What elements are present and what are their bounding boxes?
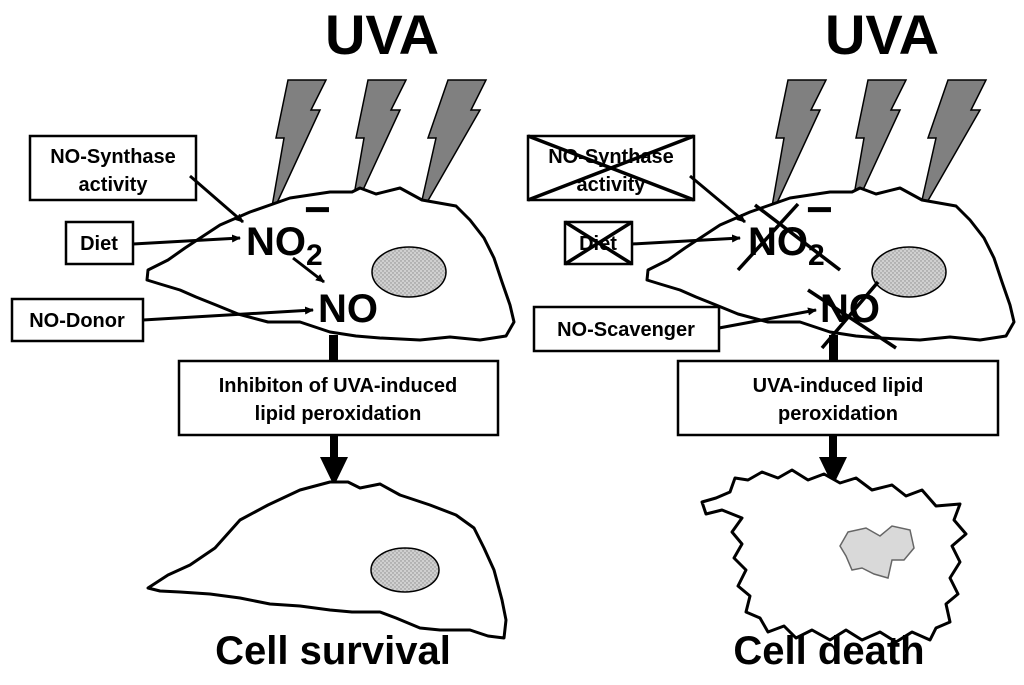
right-no: NO: [807, 280, 897, 350]
left-no-label: NO: [318, 287, 378, 331]
svg-text:activity: activity: [79, 174, 149, 196]
nitrite-charge: −: [806, 183, 833, 235]
right-nucleus-upper: [871, 246, 947, 298]
left-cell-upper: [145, 186, 516, 342]
right-nitrite: NO 2 −: [736, 183, 842, 272]
left-connector-bar: [329, 335, 338, 362]
right-box-diet: Diet: [563, 220, 634, 266]
lightning-bolt-icon: [917, 79, 988, 219]
right-arrows: [631, 174, 817, 330]
right-panel: UVA NO-Synthase activity Diet NO-Scaveng…: [526, 3, 1016, 673]
svg-text:NO-Synthase: NO-Synthase: [50, 146, 176, 168]
lightning-bolt-icon: [417, 79, 488, 219]
lightning-bolt-icon: [269, 79, 328, 219]
nitrite-charge: −: [304, 183, 331, 235]
nitrite-subscript: 2: [306, 239, 323, 272]
lightning-bolt-icon: [849, 79, 908, 219]
svg-text:lipid peroxidation: lipid peroxidation: [255, 403, 422, 425]
left-nucleus-upper: [371, 246, 447, 298]
right-outcome-label: Cell death: [733, 629, 924, 673]
left-uv-bolts: [269, 79, 488, 219]
left-uva-label: UVA: [325, 3, 439, 66]
right-dying-cell: [700, 468, 968, 644]
svg-text:peroxidation: peroxidation: [778, 403, 898, 425]
left-box-diet: Diet: [64, 220, 135, 266]
left-down-arrow: [320, 435, 348, 486]
svg-text:activity: activity: [577, 174, 647, 196]
svg-text:UVA-induced lipid: UVA-induced lipid: [753, 375, 924, 397]
left-nitrite: NO 2 −: [246, 183, 331, 272]
lightning-bolt-icon: [349, 79, 408, 219]
right-connector-bar: [829, 335, 838, 362]
left-box-no-synthase: NO-Synthase activity: [28, 134, 198, 202]
svg-text:NO-Donor: NO-Donor: [29, 310, 125, 332]
nitrite-label: NO: [246, 220, 306, 264]
right-box-no-scavenger: NO-Scavenger: [532, 305, 721, 353]
left-cell-lower: [146, 480, 508, 640]
svg-text:Diet: Diet: [80, 233, 118, 255]
right-uv-bolts: [769, 79, 988, 219]
left-box-no-donor: NO-Donor: [10, 297, 145, 343]
right-no-label: NO: [820, 287, 880, 331]
right-effect-box: UVA-induced lipid peroxidation: [676, 359, 1000, 437]
right-box-no-synthase: NO-Synthase activity: [526, 134, 696, 202]
svg-text:NO-Scavenger: NO-Scavenger: [557, 319, 695, 341]
left-outcome-label: Cell survival: [215, 629, 451, 673]
right-fragmented-nucleus: [839, 525, 915, 579]
right-uva-label: UVA: [825, 3, 939, 66]
left-nucleus-lower: [370, 547, 440, 593]
svg-text:Inhibiton of UVA-induced: Inhibiton of UVA-induced: [219, 375, 457, 397]
left-arrows: [132, 174, 325, 322]
svg-text:NO-Synthase: NO-Synthase: [548, 146, 674, 168]
left-panel: UVA NO-Synthase activity Diet NO-Donor N…: [10, 3, 516, 673]
lightning-bolt-icon: [769, 79, 828, 219]
left-effect-box: Inhibiton of UVA-induced lipid peroxidat…: [177, 359, 500, 437]
right-down-arrow: [819, 435, 847, 486]
